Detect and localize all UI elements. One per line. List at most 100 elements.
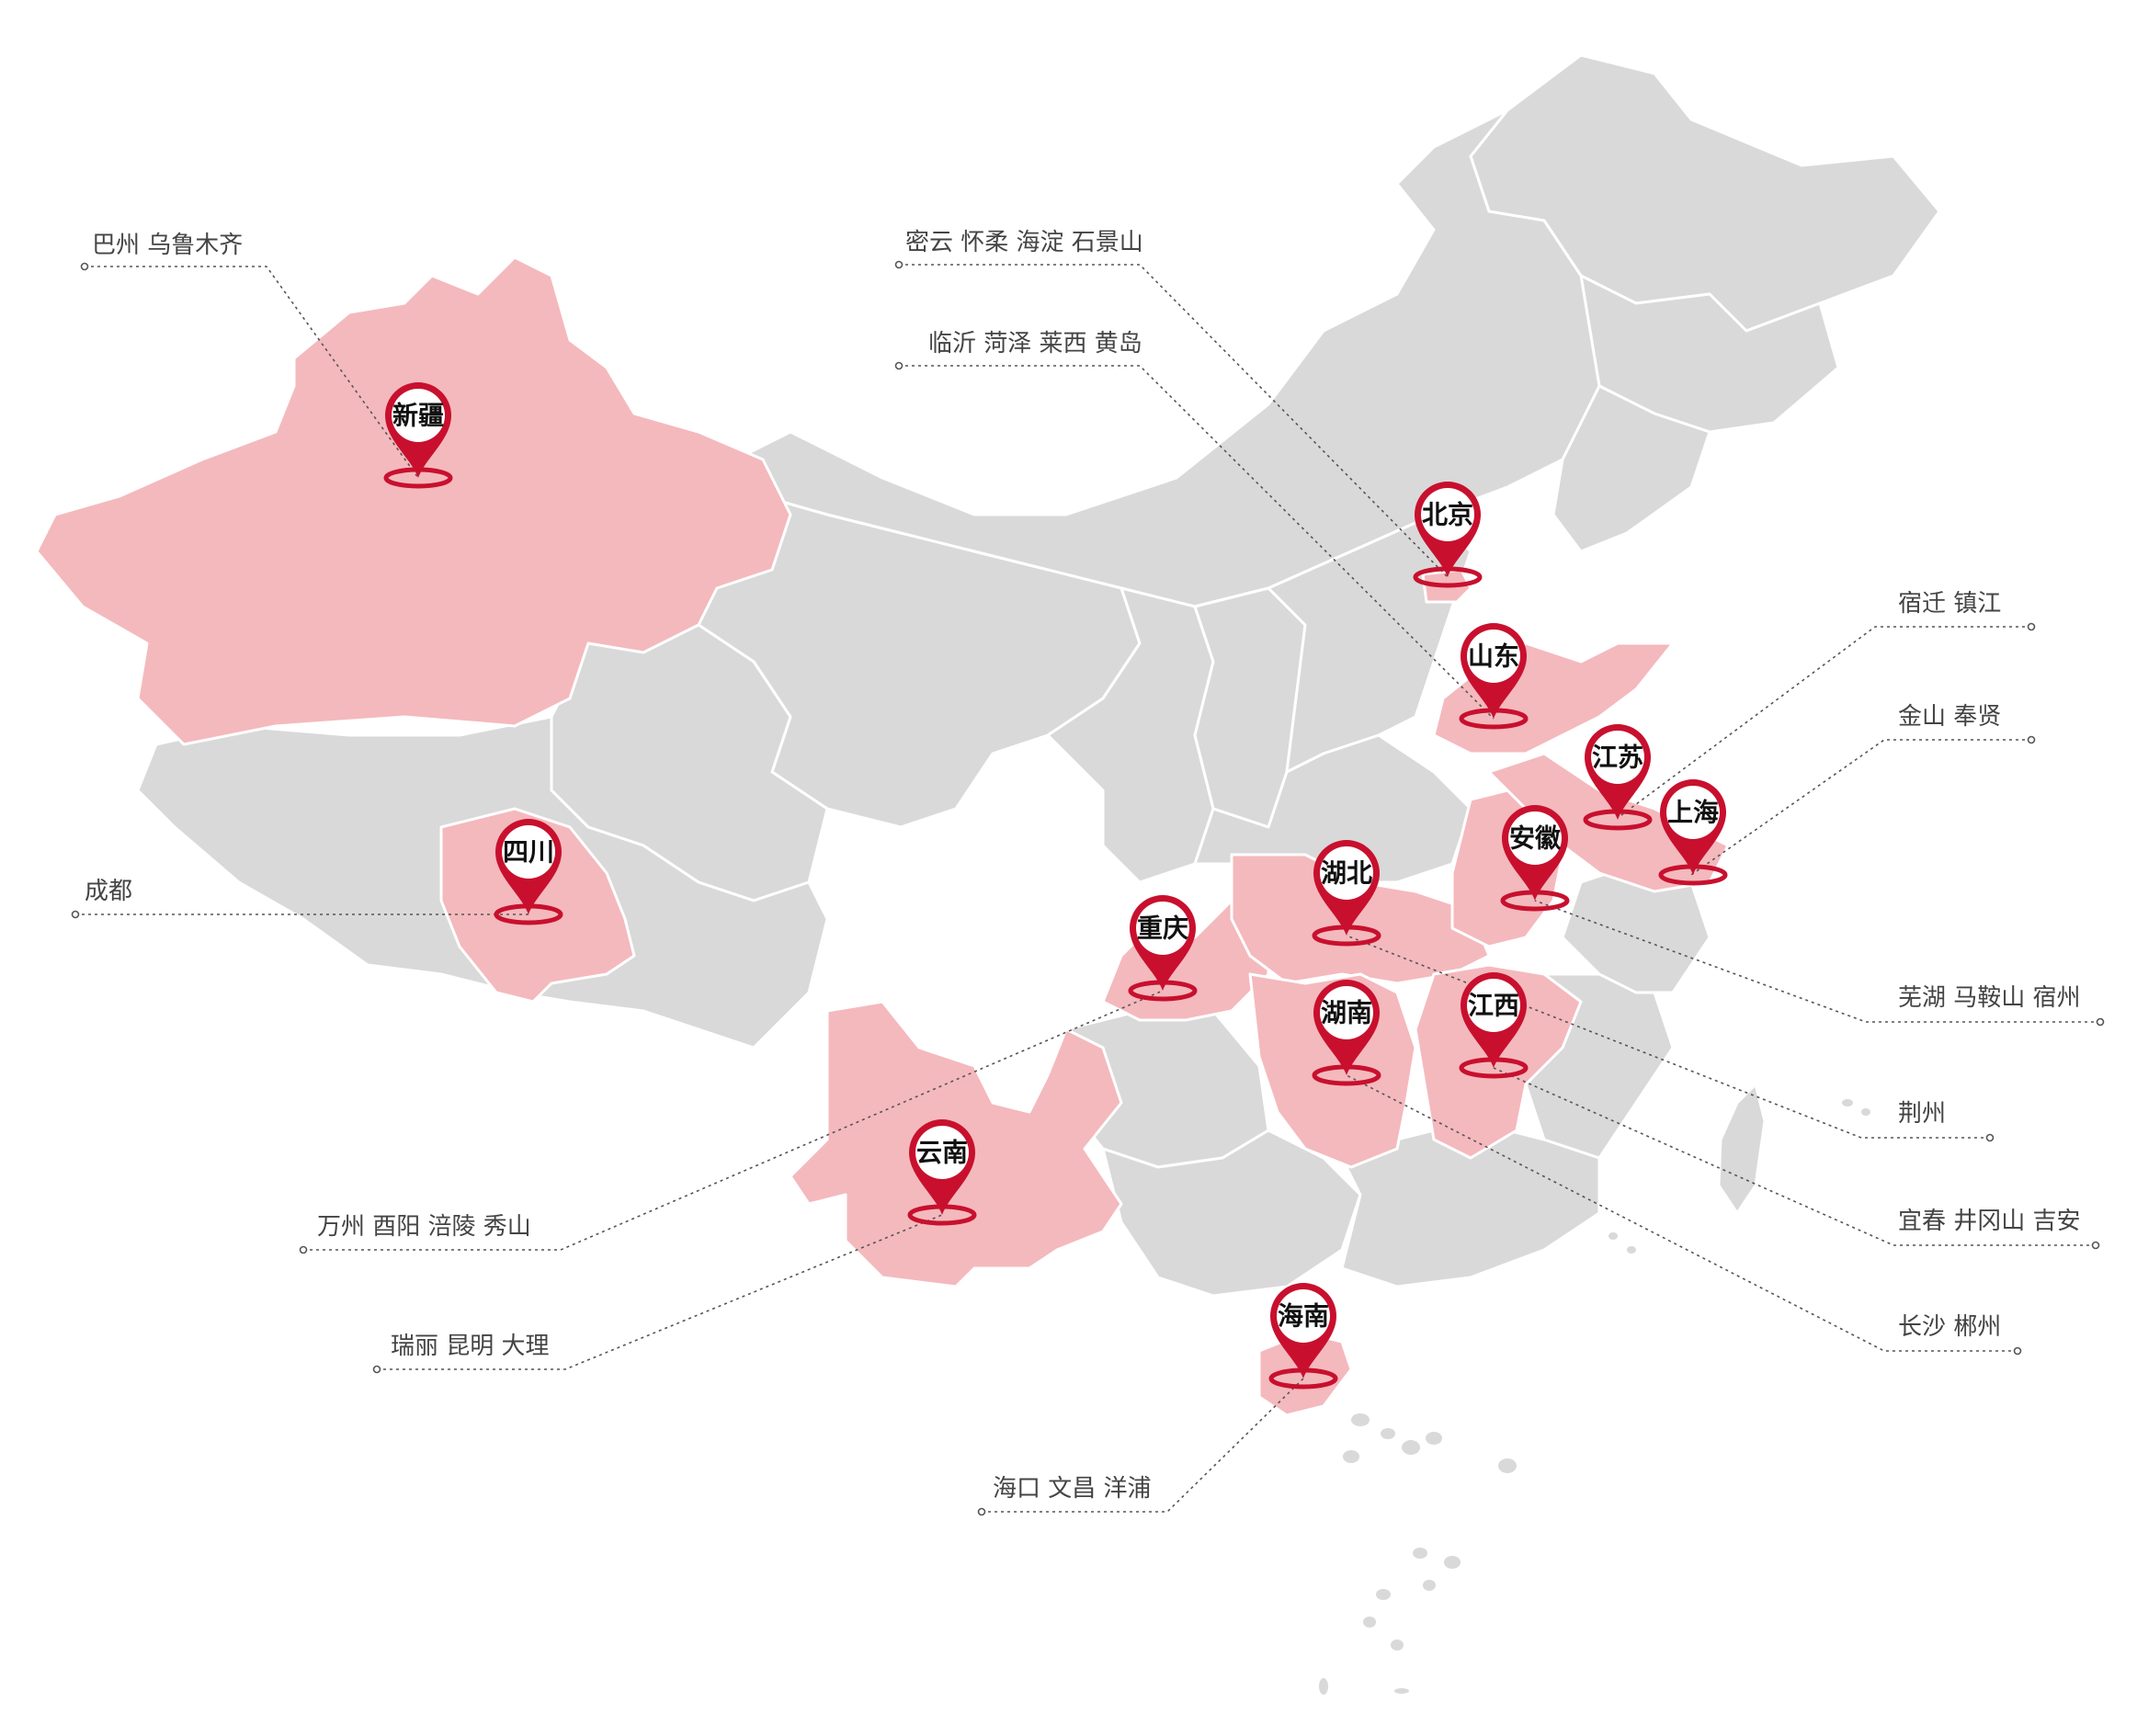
island: [1351, 1413, 1370, 1426]
pin-face: [1467, 979, 1520, 1032]
leader-line-jiangsu: [1617, 626, 2031, 819]
leader-line-jiangxi: [1493, 1067, 2096, 1246]
leader-endpoint: [1985, 1133, 1995, 1142]
island: [1426, 1432, 1442, 1445]
province-guangxi: [1101, 1129, 1362, 1298]
pin-face: [1666, 786, 1720, 839]
pin-label-chongqing: 重庆: [1137, 913, 1188, 944]
pin-label-anhui: 安徽: [1509, 823, 1562, 854]
island: [1608, 1232, 1618, 1240]
pin-label-hubei: 湖北: [1321, 858, 1372, 889]
south-china-sea-islands: [1319, 1099, 1870, 1695]
pin-face: [502, 825, 555, 879]
pin-xinjiang[interactable]: 新疆: [383, 382, 453, 489]
province-taiwan: [1717, 1083, 1767, 1215]
leader-line-anhui: [1534, 900, 2100, 1023]
pin-chongqing[interactable]: 重庆: [1128, 895, 1198, 1002]
leader-line-shandong: [899, 365, 1495, 720]
pin-jiangxi[interactable]: 江西: [1459, 972, 1529, 1079]
leader-line-beijing: [899, 264, 1449, 578]
callout-anhui: 芜湖 马鞍山 宿州: [1898, 984, 2081, 1012]
pin-sichuan[interactable]: 四川: [494, 819, 563, 925]
callout-xinjiang: 巴州 乌鲁木齐: [92, 232, 243, 259]
pin-face: [1591, 731, 1644, 784]
callout-beijing: 密云 怀柔 海淀 石景山: [905, 229, 1143, 256]
leader-endpoint: [894, 361, 904, 370]
province-liaoning: [1552, 384, 1711, 553]
pin-hunan[interactable]: 湖南: [1312, 980, 1381, 1086]
leader-line-chongqing: [303, 990, 1164, 1251]
callout-hubei: 荆州: [1898, 1100, 1946, 1128]
callout-yunnan: 瑞丽 昆明 大理: [391, 1333, 550, 1360]
callout-shanghai: 金山 奉贤: [1898, 703, 2001, 731]
pin-label-hainan: 海南: [1278, 1301, 1329, 1332]
pin-anhui[interactable]: 安徽: [1500, 805, 1570, 912]
leader-endpoint: [2091, 1241, 2100, 1250]
island: [1343, 1450, 1359, 1463]
pin-jiangsu[interactable]: 江苏: [1583, 724, 1653, 831]
leader-endpoint: [2027, 735, 2036, 744]
pin-label-shanghai: 上海: [1667, 798, 1719, 828]
pin-shanghai[interactable]: 上海: [1658, 779, 1728, 886]
pin-label-beijing: 北京: [1422, 500, 1473, 530]
callout-hunan: 长沙 郴州: [1898, 1313, 2001, 1341]
island: [1444, 1556, 1461, 1569]
pin-label-xinjiang: 新疆: [392, 401, 444, 431]
island: [1627, 1246, 1636, 1254]
pin-face: [1508, 811, 1562, 865]
province-jiangsu-shanghai-area: [1487, 752, 1730, 893]
pin-face: [1421, 488, 1474, 541]
city-callouts: 巴州 乌鲁木齐 密云 怀柔 海淀 石景山 临沂 菏泽 莱西 黄岛 成都 宿迁 镇…: [85, 229, 2081, 1503]
island: [1394, 1688, 1409, 1694]
pin-label-jiangxi: 江西: [1468, 991, 1519, 1021]
pin-face: [1277, 1289, 1330, 1343]
island: [1413, 1548, 1427, 1559]
leader-endpoint: [71, 910, 80, 919]
callout-jiangxi: 宜春 井冈山 吉安: [1898, 1208, 2081, 1235]
location-pins: 新疆 北京 山东 江苏 上海: [383, 382, 1728, 1390]
leader-line-yunnan: [377, 1214, 943, 1370]
leader-line-xinjiang: [85, 266, 419, 479]
pin-label-shandong: 山东: [1468, 641, 1519, 672]
pin-yunnan[interactable]: 云南: [907, 1119, 977, 1226]
island: [1381, 1428, 1395, 1439]
leader-endpoint: [372, 1365, 381, 1374]
pin-label-jiangsu: 江苏: [1592, 743, 1643, 773]
pin-face: [1320, 846, 1373, 900]
province-xinjiang-area: [35, 255, 792, 746]
leader-line-hunan: [1346, 1074, 2018, 1352]
island: [1376, 1589, 1391, 1600]
pin-beijing[interactable]: 北京: [1413, 482, 1483, 588]
island: [1363, 1617, 1376, 1628]
leader-endpoint: [80, 262, 89, 271]
leader-endpoint: [299, 1245, 308, 1254]
callout-hainan: 海口 文昌 洋浦: [993, 1475, 1152, 1503]
leader-endpoint: [2027, 622, 2036, 631]
callout-shandong: 临沂 菏泽 莱西 黄岛: [928, 330, 1142, 357]
island: [1402, 1440, 1420, 1455]
pin-face: [1136, 902, 1189, 955]
callout-chongqing: 万州 酉阳 涪陵 秀山: [317, 1213, 531, 1241]
pin-hainan[interactable]: 海南: [1268, 1283, 1338, 1390]
callout-sichuan: 成都: [85, 878, 132, 905]
pin-hubei[interactable]: 湖北: [1312, 840, 1381, 947]
pin-face: [392, 389, 445, 442]
leader-endpoint: [977, 1507, 986, 1516]
island: [1391, 1640, 1404, 1651]
island: [1319, 1678, 1328, 1695]
island: [1498, 1458, 1517, 1473]
leader-endpoint: [2096, 1017, 2105, 1027]
pin-shandong[interactable]: 山东: [1459, 623, 1529, 730]
pin-face: [1320, 986, 1373, 1039]
leader-endpoint: [2013, 1346, 2022, 1356]
leader-endpoint: [894, 260, 904, 269]
pin-label-hunan: 湖南: [1321, 998, 1372, 1028]
pin-face: [915, 1126, 969, 1179]
callout-jiangsu: 宿迁 镇江: [1898, 590, 2001, 618]
leader-line-shanghai: [1690, 739, 2031, 876]
pin-face: [1467, 630, 1520, 683]
island: [1842, 1099, 1853, 1106]
island: [1861, 1108, 1870, 1116]
pin-label-sichuan: 四川: [503, 837, 554, 868]
